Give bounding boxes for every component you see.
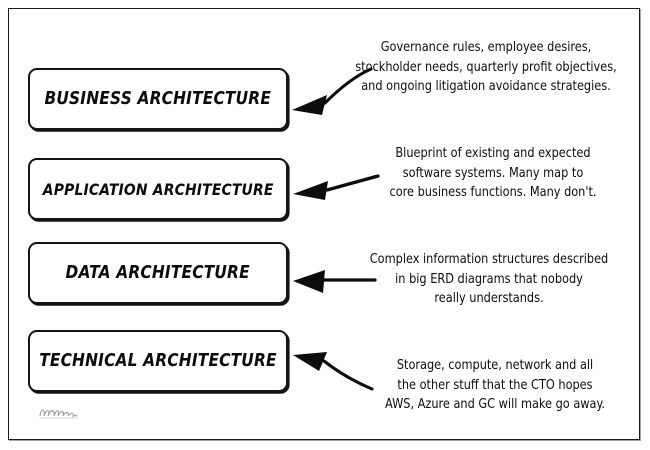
layer-label-technical: TECHNICAL ARCHITECTURE [39, 351, 277, 371]
layer-label-data: DATA ARCHITECTURE [65, 263, 251, 283]
annotation-note-business: Governance rules, employee desires, stoc… [355, 40, 617, 94]
layer-label-application: APPLICATION ARCHITECTURE [42, 179, 274, 199]
layer-box-technical[interactable]: TECHNICAL ARCHITECTURE [28, 330, 288, 392]
layer-box-data[interactable]: DATA ARCHITECTURE [28, 242, 288, 304]
annotation-note-technical: Storage, compute, network and all the ot… [385, 358, 605, 412]
layer-box-business[interactable]: BUSINESS ARCHITECTURE [28, 68, 288, 130]
layer-box-application[interactable]: APPLICATION ARCHITECTURE [28, 158, 288, 220]
layer-label-business: BUSINESS ARCHITECTURE [44, 89, 272, 109]
artist-signature-icon [39, 409, 78, 419]
annotation-note-application: Blueprint of existing and expected softw… [389, 146, 597, 200]
arrow-to-technical-icon [293, 352, 374, 391]
annotation-note-data: Complex information structures described… [369, 252, 609, 306]
